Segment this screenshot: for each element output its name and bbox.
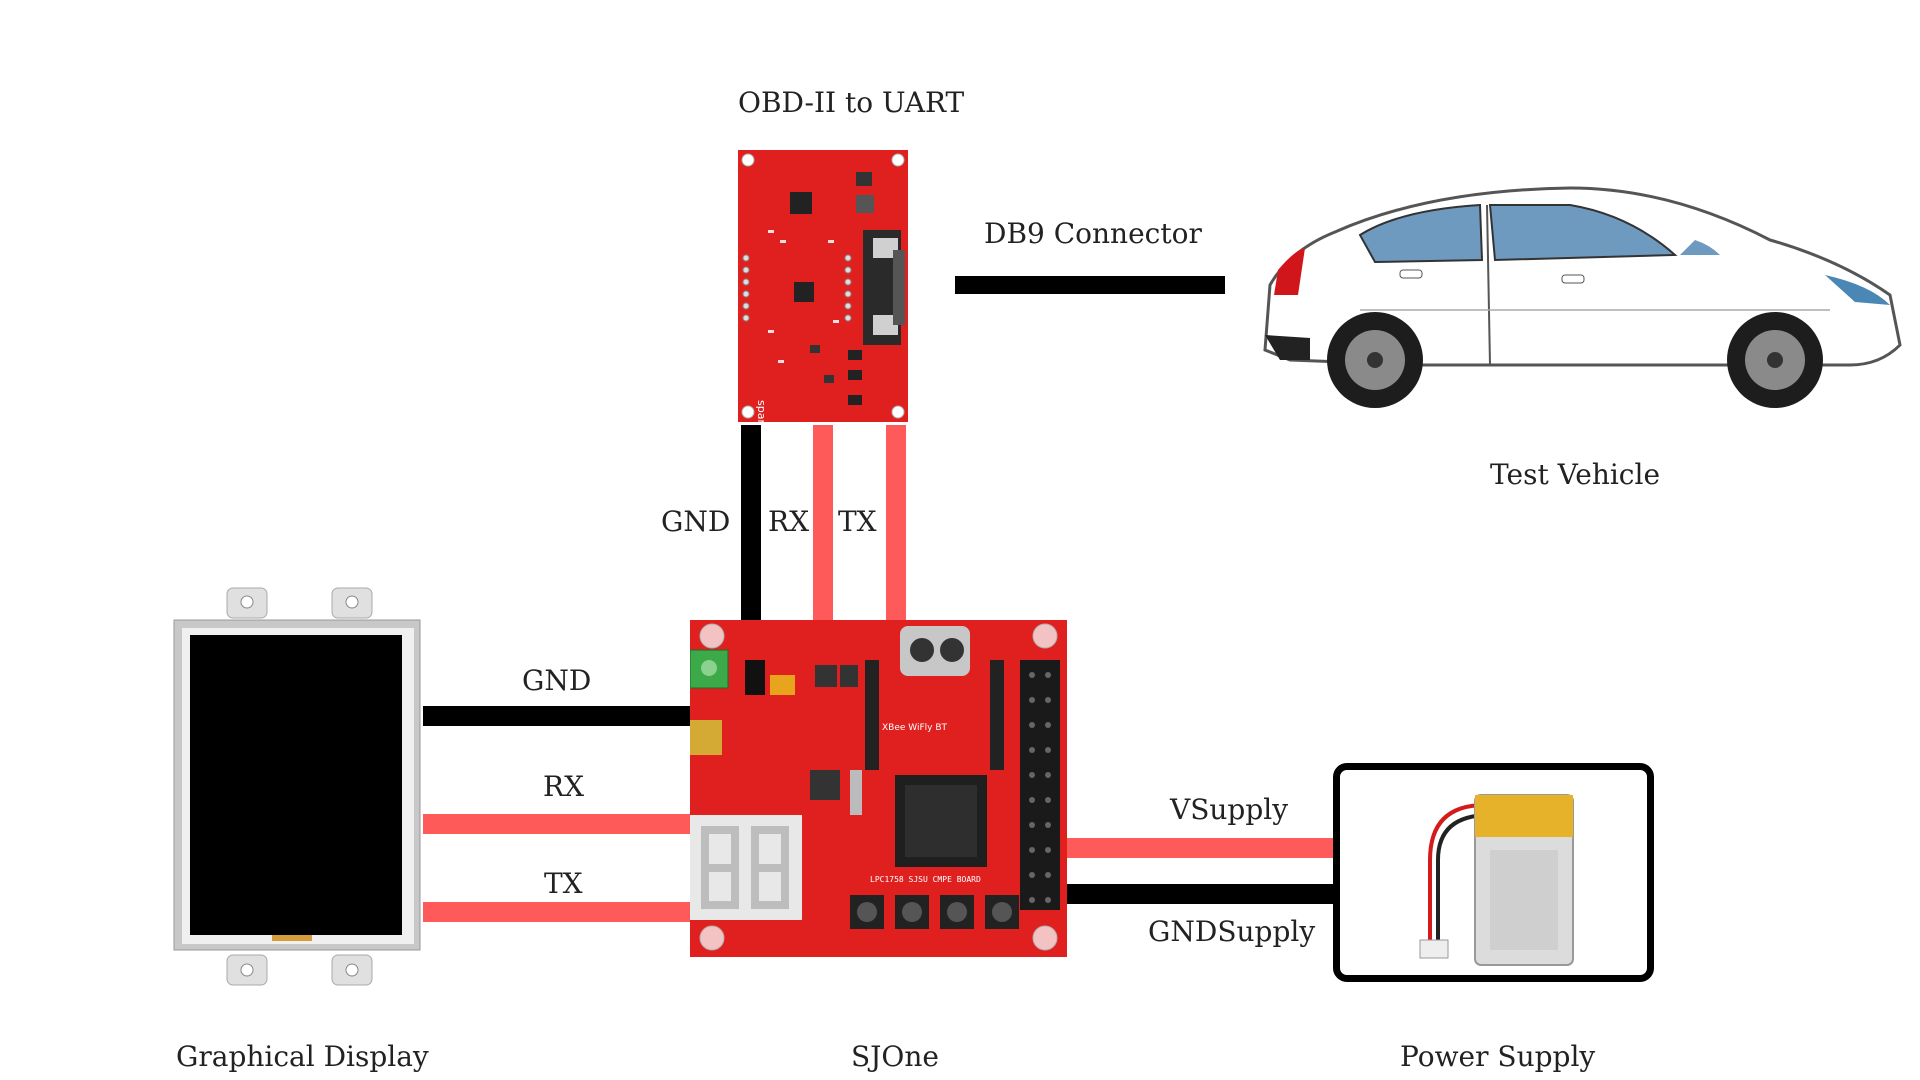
display-title: Graphical Display [176,1040,429,1073]
obd-tx-wire [886,425,906,625]
disp-tx-wire [423,902,693,922]
vsupply-label: VSupply [1170,793,1289,826]
db9-wire [955,276,1225,294]
obd-gnd-wire [741,425,761,625]
graphical-display [172,580,424,990]
display-graphic [173,587,421,986]
disp-gnd-wire [423,706,693,726]
test-vehicle [1250,160,1910,410]
sjone-board: XBee WiFly BT LPC1758 SJSU CMPE BOARD [689,620,1067,957]
vsupply-wire [1065,838,1333,858]
disp-rx-label: RX [543,770,585,803]
power-title: Power Supply [1400,1040,1596,1073]
obd-uart-board: sparkfun.com [738,150,908,475]
disp-gnd-label: GND [522,664,592,697]
disp-rx-wire [423,814,693,834]
sjone-board-graphic: XBee WiFly BT LPC1758 SJSU CMPE BOARD [689,620,1067,957]
obd-board-graphic: sparkfun.com [738,150,908,475]
obd-gnd-label: GND [661,505,731,538]
battery-graphic [1419,794,1574,966]
sjone-title: SJOne [851,1040,939,1073]
disp-tx-label: TX [544,867,583,900]
car-graphic [1263,186,1902,408]
db9-connector-label: DB9 Connector [984,217,1202,250]
gndsupply-wire [1065,884,1333,904]
power-supply [1333,763,1654,982]
sjone-board-text: LPC1758 SJSU CMPE BOARD [870,875,981,884]
obd-brand-text: sparkfun.com [755,400,768,422]
obd-tx-label: TX [838,505,877,538]
obd-rx-wire [813,425,833,625]
vehicle-title: Test Vehicle [1490,458,1661,491]
obd-title: OBD-II to UART [738,86,965,119]
sjone-xbee-text: XBee WiFly BT [882,723,948,733]
obd-rx-label: RX [768,505,810,538]
gndsupply-label: GNDSupply [1148,915,1316,948]
